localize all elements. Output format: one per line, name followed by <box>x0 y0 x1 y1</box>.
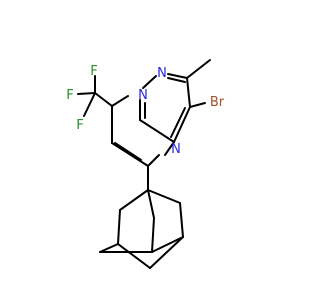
atom-label-nitrogen: N <box>138 88 148 103</box>
bond <box>111 95 129 107</box>
atom-label-nitrogen: N <box>171 142 181 157</box>
bond <box>119 189 149 211</box>
bond <box>94 92 113 107</box>
atom-label-fluorine: F <box>66 88 73 103</box>
bond <box>167 77 186 83</box>
atom-labels: N N N Br F F F <box>66 64 225 157</box>
bond <box>189 102 206 108</box>
bond-lines <box>77 59 211 269</box>
molecule-structure: N N N Br F F F <box>66 59 225 269</box>
bond <box>149 236 184 269</box>
atom-label-fluorine: F <box>90 64 97 79</box>
bond <box>111 142 149 167</box>
bond <box>83 92 96 117</box>
bond <box>117 209 121 245</box>
bond <box>114 142 142 161</box>
bond <box>147 189 155 219</box>
bond <box>167 73 188 79</box>
bond <box>164 141 175 156</box>
bond <box>147 189 181 204</box>
bond <box>77 92 96 95</box>
bond <box>151 217 155 253</box>
atom-label-bromine: Br <box>210 95 225 110</box>
bond <box>99 243 119 253</box>
bond <box>139 119 175 143</box>
bond <box>179 202 184 238</box>
bond <box>151 236 184 253</box>
bond <box>117 243 151 269</box>
atom-label-fluorine: F <box>76 118 83 133</box>
bond <box>142 75 157 89</box>
bond <box>173 106 191 143</box>
bond <box>186 59 211 79</box>
bond <box>170 107 186 138</box>
atom-label-nitrogen: N <box>157 66 167 81</box>
bond <box>147 154 160 167</box>
bond <box>186 77 191 108</box>
